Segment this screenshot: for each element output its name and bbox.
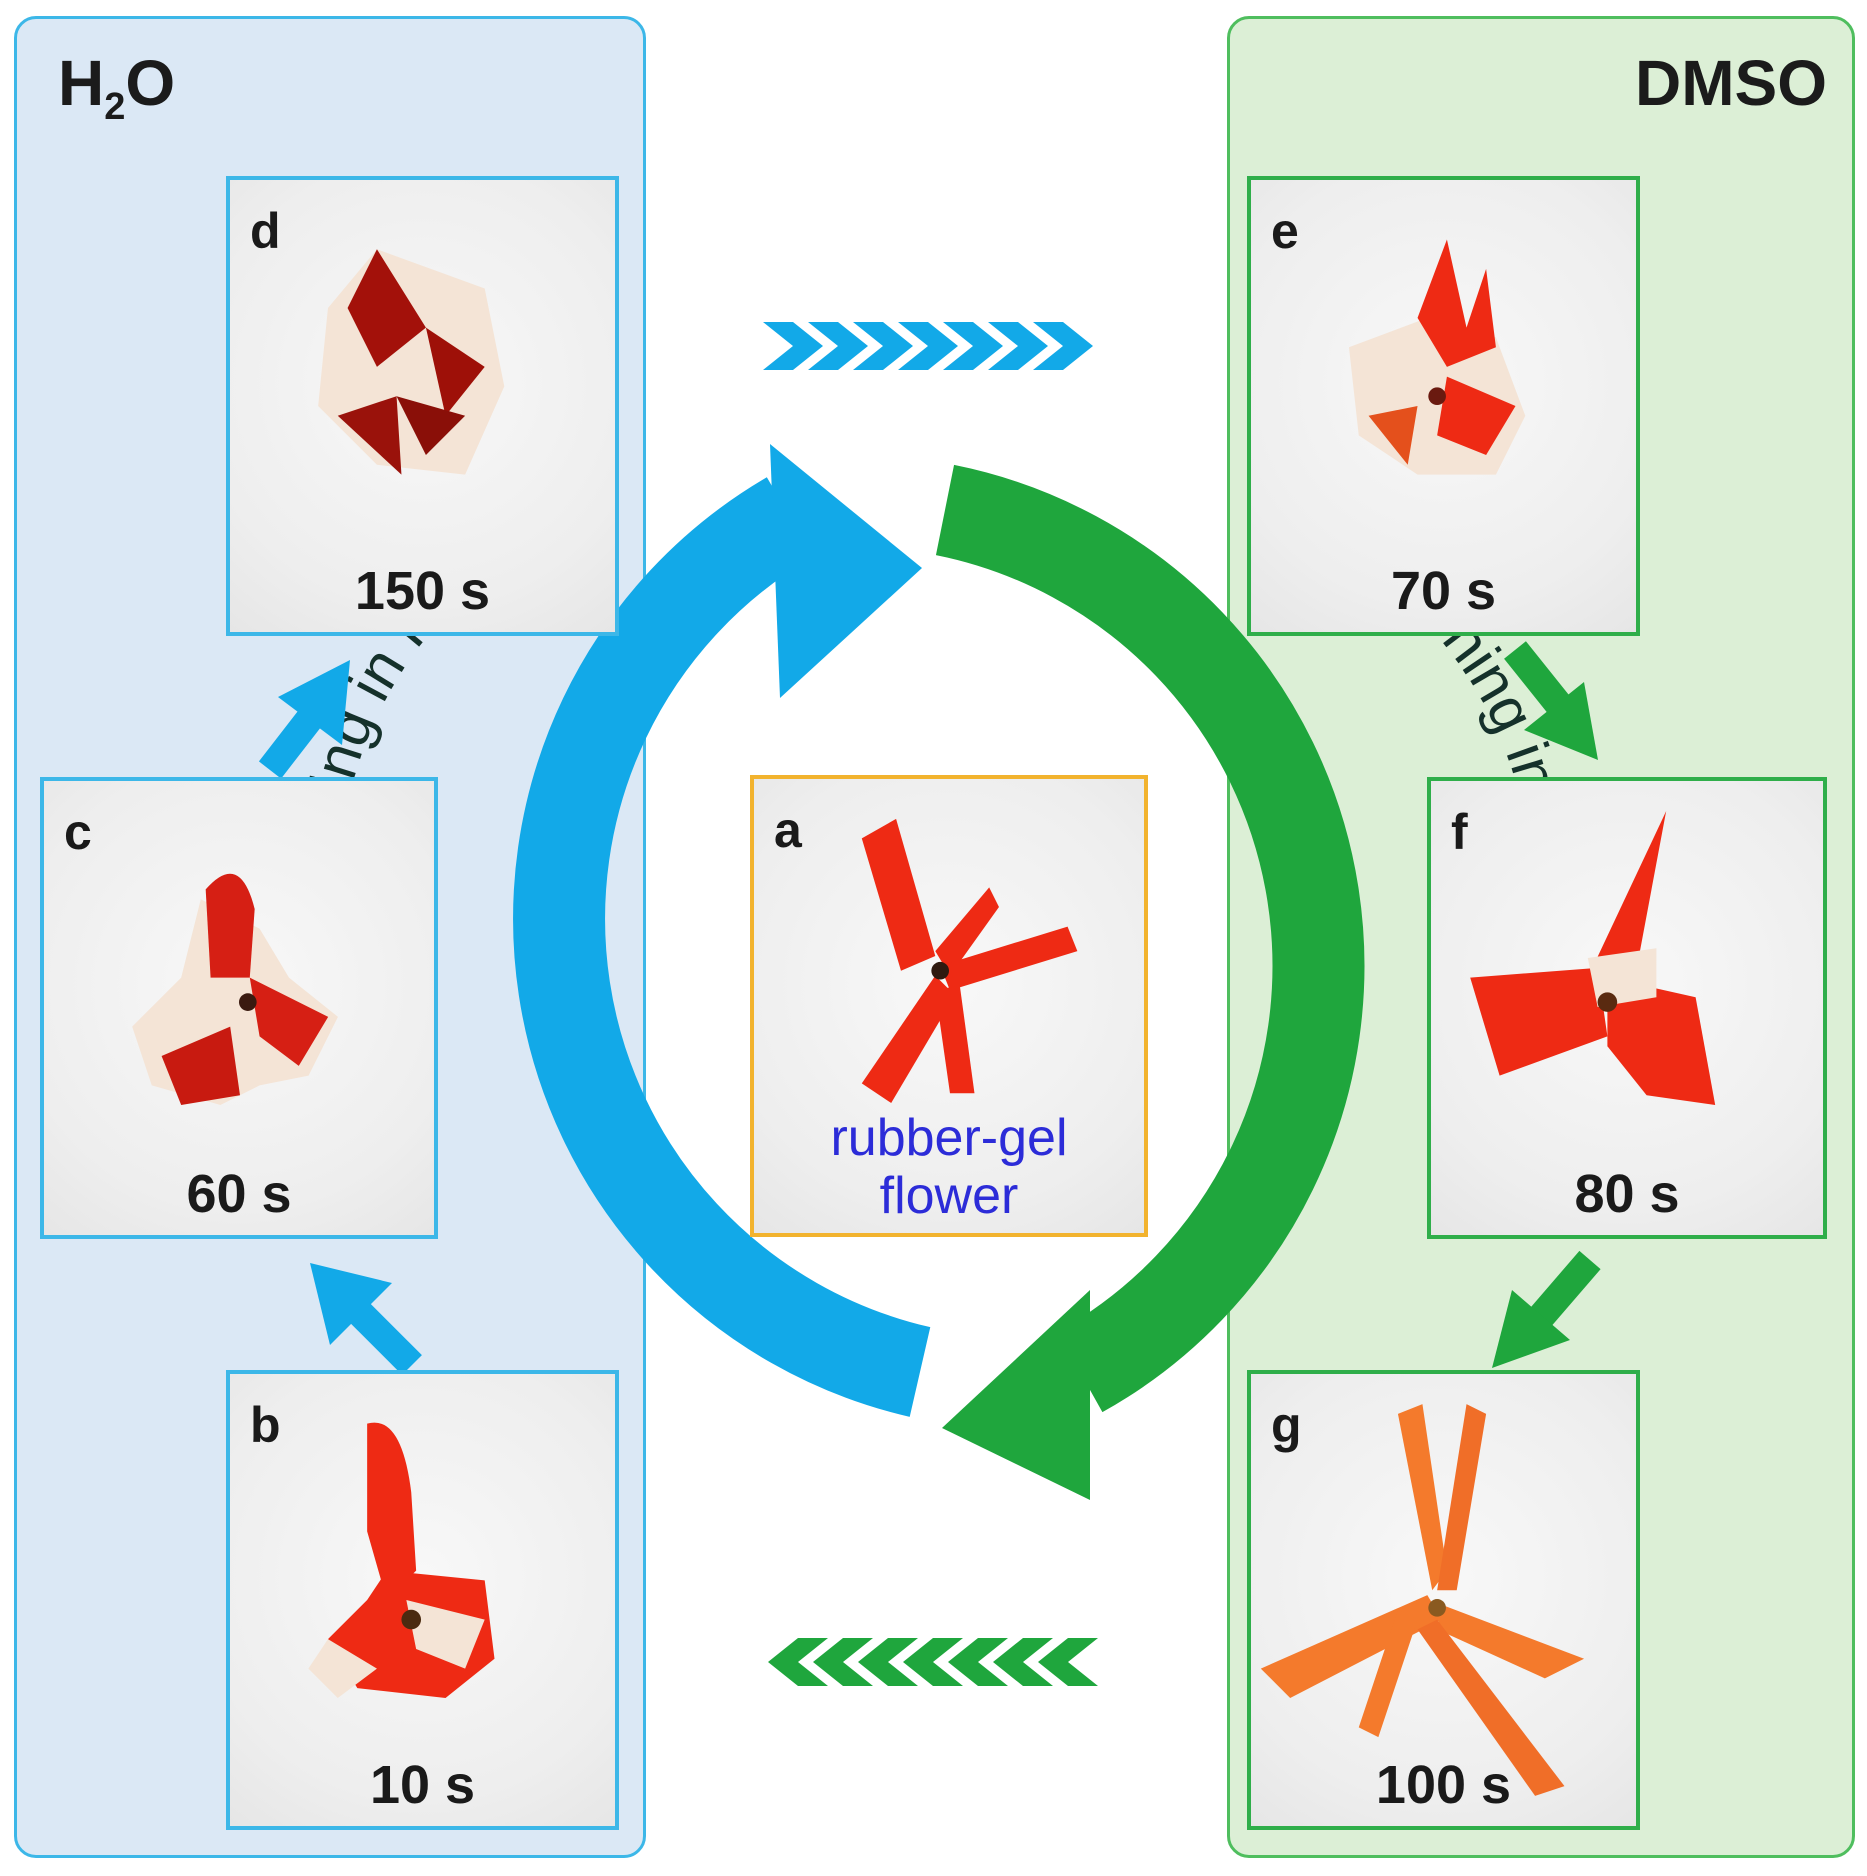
green-chevrons <box>768 1638 1098 1686</box>
arrow-c-to-d <box>258 660 350 779</box>
flower-g-image <box>1260 1404 1585 1796</box>
panel-e-time: 70 s <box>1390 561 1497 621</box>
panel-a: a rubber-gel flower <box>750 775 1148 1237</box>
panel-c-letter: c <box>64 804 92 860</box>
panel-f: f 80 s <box>1427 777 1827 1239</box>
panel-b-time: 10 s <box>369 1755 476 1815</box>
panel-f-letter: f <box>1451 804 1468 860</box>
flower-d-image <box>318 249 505 475</box>
panel-f-time: 80 s <box>1574 1164 1680 1224</box>
panel-b-letter: b <box>250 1397 281 1453</box>
rubber-gel-flower-label: rubber-gel flower <box>830 1109 1068 1225</box>
panel-g: g 100 s <box>1247 1370 1640 1830</box>
flower-a-image <box>861 818 1078 1104</box>
panel-c-time: 60 s <box>186 1164 292 1224</box>
panel-a-letter: a <box>774 802 802 858</box>
panel-d-letter: d <box>250 203 281 259</box>
dmso-label: DMSO <box>1635 47 1827 119</box>
flower-e-image <box>1348 239 1526 475</box>
panel-d: d 150 s <box>226 176 619 636</box>
panel-e-letter: e <box>1271 203 1299 259</box>
flower-c-image <box>132 873 338 1106</box>
water-label: H2O <box>58 47 176 128</box>
panel-e: e 70 s <box>1247 176 1640 636</box>
panel-b: b 10 s <box>226 1370 619 1830</box>
panel-g-time: 100 s <box>1375 1755 1512 1815</box>
flower-b-image <box>308 1422 495 1698</box>
blue-chevrons <box>763 322 1093 370</box>
panel-c: c 60 s <box>40 777 438 1239</box>
closing-arrowhead <box>770 444 922 698</box>
opening-cycle-arc <box>935 464 1365 1413</box>
panel-g-letter: g <box>1271 1397 1302 1453</box>
closing-cycle-arc <box>513 477 931 1417</box>
panel-d-time: 150 s <box>354 561 491 621</box>
arrow-f-to-g <box>1492 1250 1601 1368</box>
arrow-b-to-c <box>310 1263 422 1375</box>
arrow-e-to-f <box>1504 641 1598 760</box>
opening-arrowhead <box>942 1290 1090 1500</box>
flower-f-image <box>1470 811 1716 1106</box>
